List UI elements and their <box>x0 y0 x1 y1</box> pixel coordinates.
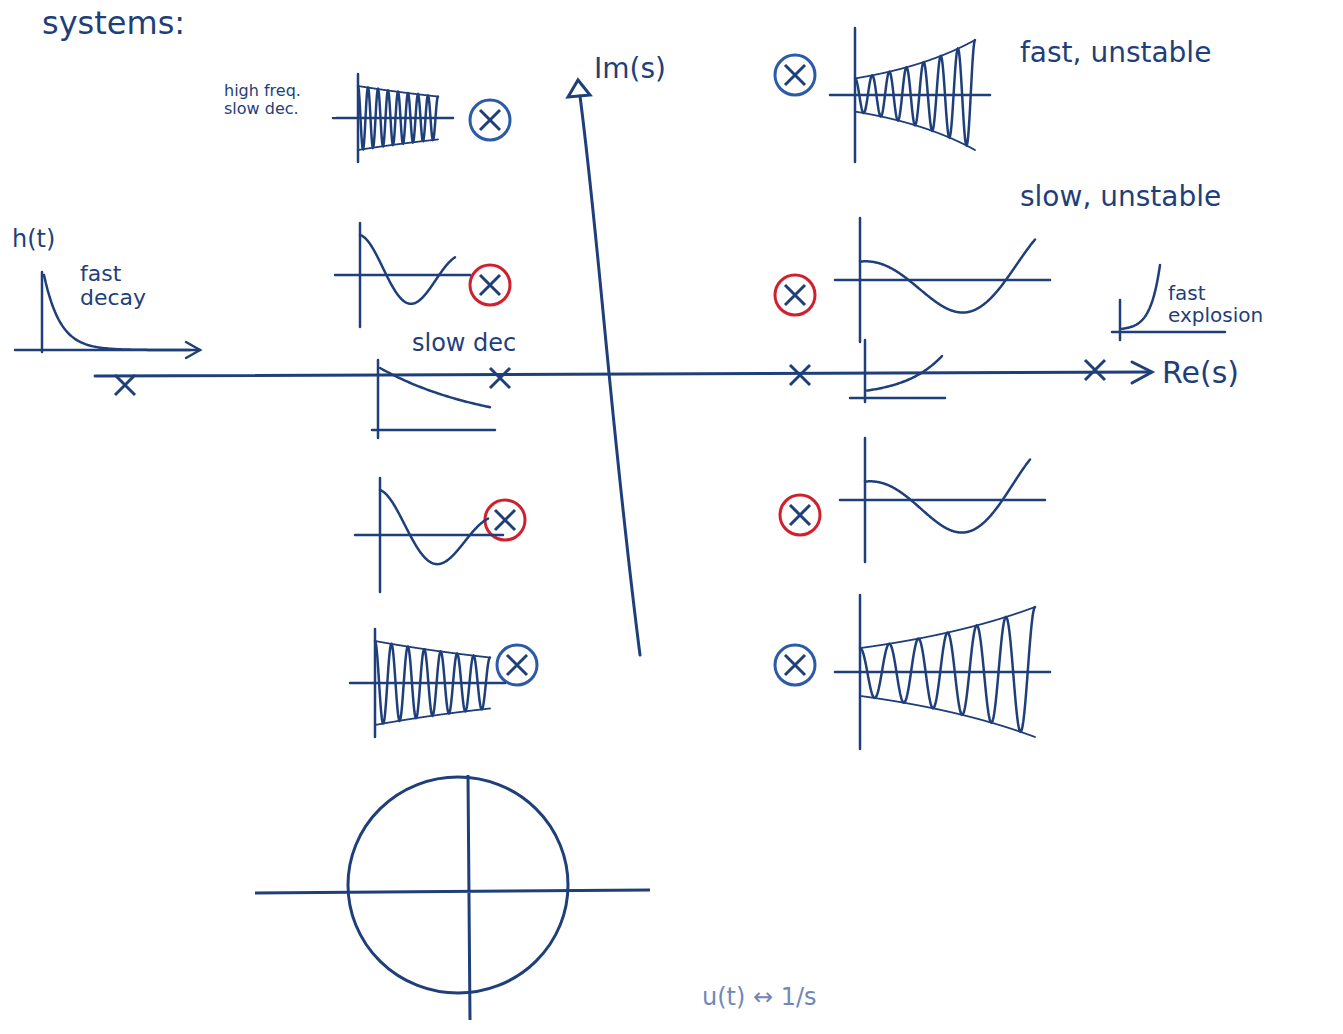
annotation-label: slow dec <box>410 330 518 356</box>
response-sketch <box>835 218 1050 342</box>
real-axis <box>95 372 1150 376</box>
envelope <box>860 607 1035 648</box>
unit-circle <box>348 777 568 993</box>
response-sketch <box>335 223 470 327</box>
sketch-axis <box>850 340 945 402</box>
pole-mark <box>780 495 820 535</box>
pole-circle <box>775 275 815 315</box>
pole-mark <box>775 55 815 95</box>
pole-cross <box>785 285 805 305</box>
pole-mark <box>790 365 810 385</box>
axes <box>95 80 1152 655</box>
response-curve <box>380 490 488 564</box>
pole-cross <box>785 65 805 85</box>
response-sketch <box>835 595 1050 749</box>
sketch-axis <box>355 534 503 537</box>
envelope <box>860 696 1035 737</box>
response-curve <box>865 460 1030 533</box>
annotation-label: u(t) ↔ 1/s <box>700 984 819 1010</box>
annotation-label: Im(s) <box>592 54 668 85</box>
response-curve <box>860 240 1035 313</box>
pole-circle <box>470 100 510 140</box>
pole-mark <box>470 100 510 140</box>
impulse-sketches <box>15 28 1225 749</box>
response-sketch <box>350 629 505 737</box>
sketch-axis <box>840 499 1045 502</box>
response-curve <box>867 356 942 391</box>
pole-cross <box>115 375 135 395</box>
pole-cross <box>1085 360 1105 380</box>
response-curve <box>380 368 490 407</box>
annotation-label: systems: <box>40 6 187 41</box>
response-sketch <box>333 74 453 162</box>
envelope <box>358 139 438 150</box>
annotation-label: fast explosion <box>1166 282 1280 326</box>
sketch-axis <box>372 360 495 438</box>
response-curve <box>358 86 438 149</box>
pole-cross <box>490 368 510 388</box>
annotation-label: fast, unstable <box>1018 38 1213 69</box>
unit-circle-plot <box>255 775 650 1020</box>
pole-cross <box>790 365 810 385</box>
pole-mark <box>470 265 510 305</box>
pole-circle <box>497 645 537 685</box>
pole-circle <box>780 495 820 535</box>
response-sketch <box>830 28 990 162</box>
pole-mark <box>775 275 815 315</box>
envelope <box>375 641 490 658</box>
pole-cross <box>790 505 810 525</box>
response-curve <box>855 40 975 145</box>
pole-mark <box>1085 360 1105 380</box>
arrow-head <box>568 80 590 97</box>
annotation-label: fast decay <box>78 262 172 310</box>
annotation-label: slow, unstable <box>1018 182 1223 213</box>
response-curve <box>1122 265 1160 329</box>
pole-circle <box>775 645 815 685</box>
poles <box>115 55 1105 685</box>
pole-mark <box>497 645 537 685</box>
pole-circle <box>775 55 815 95</box>
pole-mark <box>775 645 815 685</box>
pole-cross <box>785 655 805 675</box>
pole-circle <box>470 265 510 305</box>
envelope <box>358 86 438 97</box>
envelope <box>375 708 490 725</box>
annotation-label: high freq. slow dec. <box>222 82 336 117</box>
pole-mark <box>490 368 510 388</box>
pole-mark <box>115 375 135 395</box>
envelope <box>855 40 975 78</box>
pole-cross <box>507 655 527 675</box>
sketch-axis <box>835 279 1050 282</box>
plot-axis <box>255 775 650 1020</box>
response-curve <box>860 607 1035 732</box>
pole-cross <box>480 110 500 130</box>
pole-cross <box>480 275 500 295</box>
envelope <box>855 112 975 150</box>
response-sketch <box>840 438 1045 562</box>
response-curve <box>360 235 455 304</box>
imag-axis <box>580 96 640 655</box>
response-sketch <box>355 478 503 592</box>
sketch-axis <box>335 274 470 277</box>
arrow-head <box>1132 362 1152 383</box>
annotation-label: h(t) <box>10 226 57 252</box>
pole-cross <box>495 510 515 530</box>
annotation-label: Re(s) <box>1160 356 1241 389</box>
